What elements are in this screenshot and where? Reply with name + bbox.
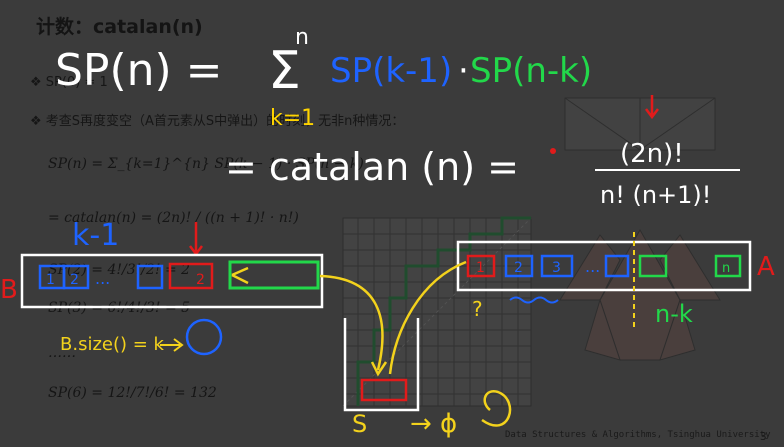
a-cell-n: [714, 254, 742, 278]
eq-left-label: SP(n) =: [55, 45, 223, 96]
red-dot-marker: [550, 148, 556, 154]
label-S: S: [352, 410, 367, 438]
sum-lower-bound: k=1: [270, 106, 315, 131]
arrow-to-empty: → ϕ: [410, 409, 457, 439]
arrow-b-to-s: [319, 274, 384, 371]
left-arrowhead: [231, 266, 249, 285]
sp-sum-formula: SP(n) = Σ_{k=1}^{n} SP(k − 1) · SP(n − k…: [48, 156, 364, 172]
catalan-formula: = catalan(n) = (2n)! / ((n + 1)! · n!): [48, 210, 299, 226]
dot-operator: ·: [458, 51, 469, 91]
b-green-block: [228, 260, 320, 290]
b-cell-2-label: 2: [70, 272, 79, 288]
label-A: A: [757, 252, 775, 282]
k-circle: [185, 318, 223, 356]
fraction-numerator: (2n)!: [620, 139, 684, 169]
s-stack-outline: [343, 318, 420, 412]
question-mark: ?: [472, 297, 483, 321]
slide-title: 计数：catalan(n): [36, 16, 203, 38]
a-cell-k: [604, 254, 630, 278]
sum-upper-bound: n: [295, 25, 309, 50]
a-cell-2-label: 2: [514, 260, 523, 276]
blue-wave-underline: [509, 296, 559, 304]
b-cell-k1: [136, 264, 164, 290]
sp0-bullet: ❖ SP(0) = 1: [30, 75, 108, 90]
a-cell-2: [504, 254, 534, 278]
footer-course: Data Structures & Algorithms, Tsinghua U…: [505, 430, 771, 440]
a-cell-k1: [638, 254, 668, 278]
a-cell-1-label: 1: [476, 260, 485, 276]
sigma-symbol: Σ: [268, 41, 301, 101]
b-cell-k: [168, 262, 214, 290]
eq-catalan-label: = catalan (n) =: [225, 145, 519, 189]
fraction-denominator: n! (n+1)!: [600, 181, 711, 209]
n-minus-k-label: n-k: [655, 300, 693, 328]
loop-arrow: [481, 390, 512, 427]
b-ellipsis: ...: [95, 269, 110, 288]
label-B: B: [0, 275, 18, 305]
size-arrow: [160, 338, 184, 352]
triangulation-figure: [559, 97, 721, 361]
ellipsis-formula: ……: [48, 345, 76, 361]
a-ellipsis: ...: [585, 257, 600, 276]
arrowhead-b-to-s: [370, 361, 388, 377]
b-cell-2: [62, 264, 90, 290]
size-label: B.size() = k: [60, 334, 165, 355]
page-number: 3: [760, 430, 767, 443]
down-arrow-top: [645, 95, 659, 120]
a-cell-n-label: n: [722, 261, 730, 276]
b-stack-outline: [20, 253, 324, 309]
lattice-grid-figure: [342, 216, 532, 407]
arrow-a-to-s: [388, 260, 467, 375]
k-minus-1-label: k-1: [72, 218, 119, 253]
a-cell-3-label: 3: [552, 260, 561, 276]
b-cell-k-label: 2: [196, 272, 205, 288]
sum-term-green: SP(n-k): [470, 51, 592, 91]
a-cell-3: [540, 254, 574, 278]
b-cell-1-label: 1: [46, 272, 55, 288]
sum-term-blue: SP(k-1): [330, 51, 452, 91]
down-arrow-k: [189, 222, 203, 257]
condition-bullet: ❖ 考查S再度变空（A首元素从S中弹出）的时刻，无非n种情况：: [30, 114, 405, 129]
s-top-element: [360, 378, 408, 402]
a-cell-1: [466, 254, 496, 278]
sp6-formula: SP(6) = 12!/7!/6! = 132: [48, 385, 217, 401]
